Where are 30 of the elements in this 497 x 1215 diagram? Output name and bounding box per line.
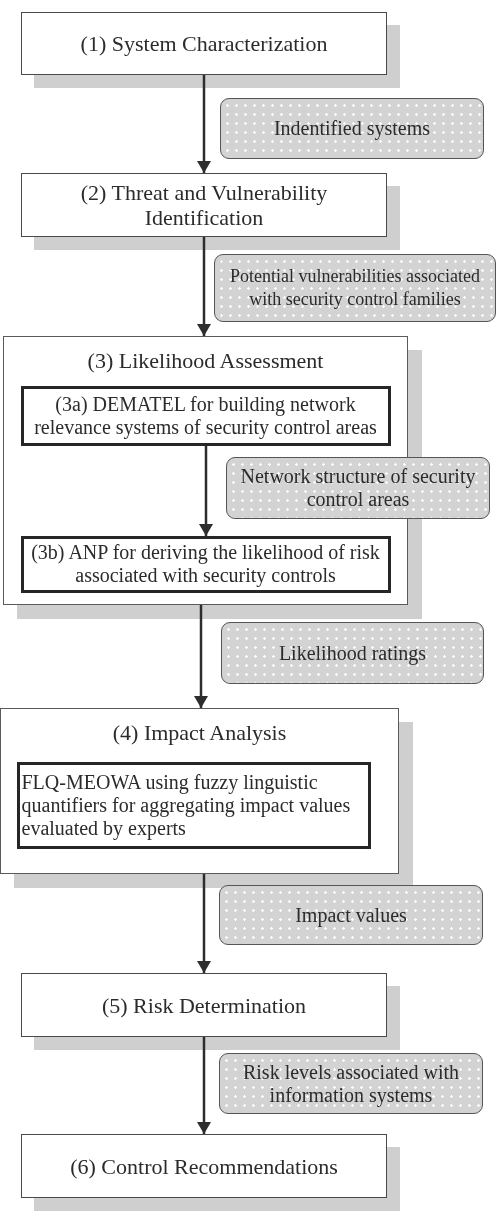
arrow: [197, 874, 211, 973]
output-box: [226, 457, 490, 519]
output-text: Network structure of security control areas: [239, 465, 477, 511]
step-title: (1) System Characterization: [79, 31, 329, 56]
arrow: [197, 237, 211, 336]
method-box: [16, 761, 371, 849]
arrow: [194, 605, 208, 708]
step-title: (5) Risk Determination: [100, 992, 308, 1018]
step-title: (6) Control Recommendations: [69, 1153, 339, 1179]
output-box: [219, 885, 483, 945]
method-text: (3b) ANP for deriving the likelihood of risk associated with security controls: [30, 541, 381, 587]
output-text: Impact values: [294, 903, 408, 927]
output-text: Likelihood ratings: [277, 641, 428, 665]
output-box: [221, 622, 484, 684]
arrow: [197, 75, 211, 173]
output-text: Risk levels associated with information systems: [241, 1060, 461, 1107]
method-text: (3a) DEMATEL for building network relevance systems of security control areas: [33, 392, 378, 439]
output-text: Indentified systems: [272, 117, 432, 140]
output-box: [214, 254, 496, 322]
output-box: [219, 1053, 483, 1114]
output-text: Potential vulnerabilities associated with security control families: [229, 265, 481, 311]
stage-title: (3) Likelihood Assessment: [86, 348, 325, 373]
arrow: [199, 446, 213, 536]
method-box: [20, 385, 391, 446]
arrow: [197, 1037, 211, 1134]
stage-title: (4) Impact Analysis: [111, 720, 288, 745]
output-box: [220, 98, 484, 159]
step-title: (2) Threat and Vulnerability Identification: [79, 180, 329, 230]
method-text: FLQ-MEOWA using fuzzy linguistic quantifiers for aggregating impact values evaluated by experts: [20, 770, 352, 840]
method-box: [20, 535, 391, 593]
